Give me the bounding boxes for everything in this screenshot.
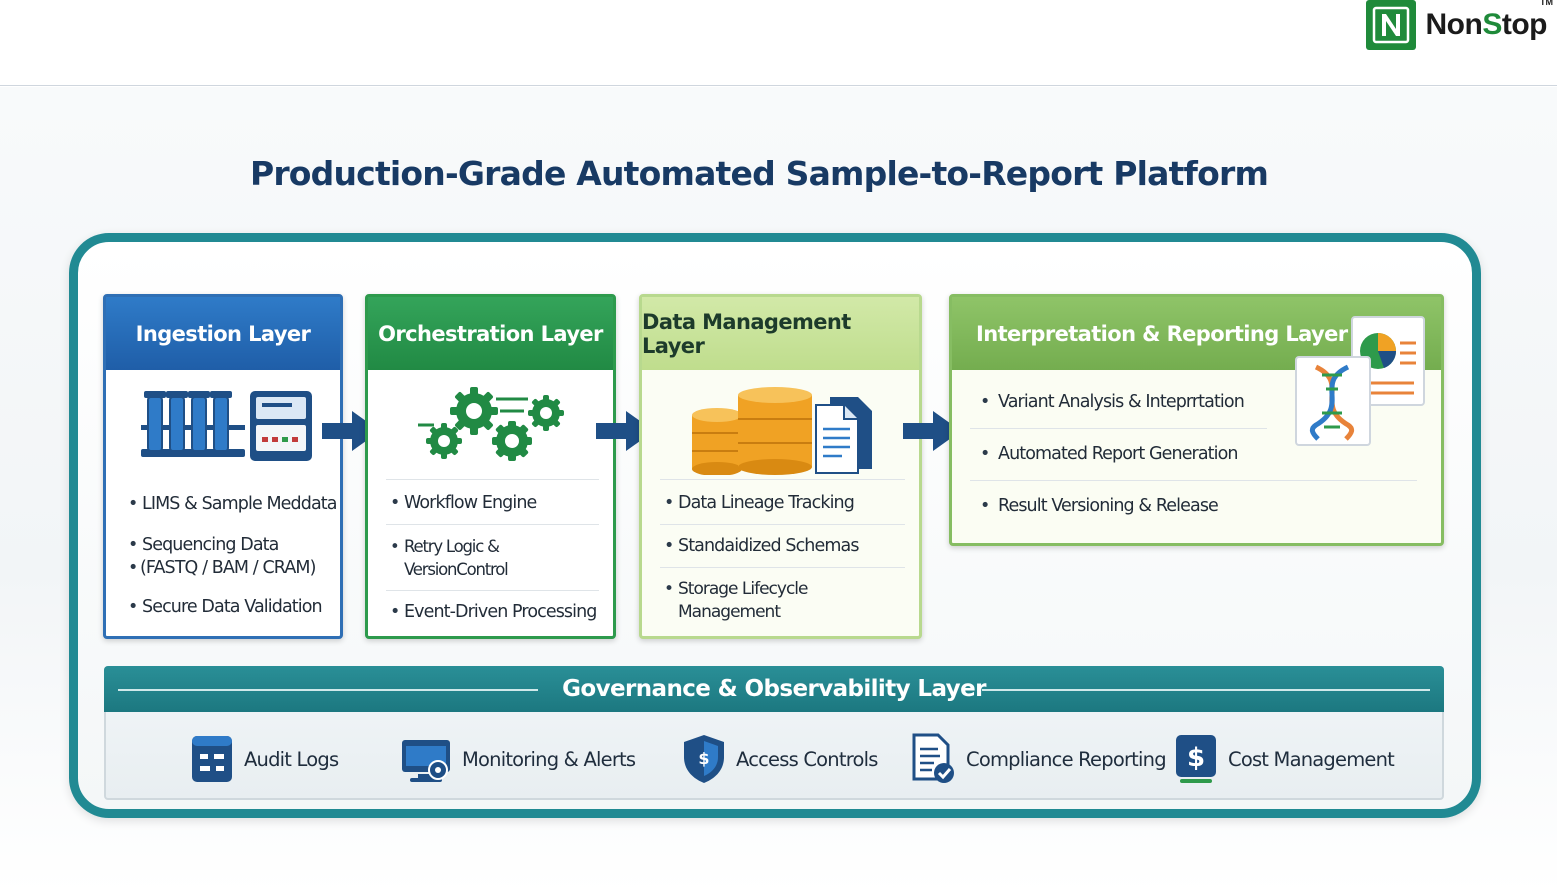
list-item: LIMS & Sample Meddata (106, 493, 340, 516)
list-item-continuation: (FASTQ / BAM / CRAM) (106, 557, 340, 580)
governance-layer-card: Governance & Observability Layer Audit L… (104, 666, 1444, 800)
shield-dollar-icon: $ (684, 735, 724, 783)
list-item: Event-Driven Processing (386, 601, 599, 633)
logo-wordmark: NonStop (1425, 8, 1548, 41)
test-tubes-and-sequencer-icon (138, 387, 316, 472)
monitor-alert-icon (402, 740, 450, 782)
list-item: Standaidized Schemas (660, 535, 905, 568)
svg-text:$: $ (1187, 743, 1205, 773)
nonstop-logo[interactable]: NonStop TM (1365, 0, 1553, 50)
cost-dollar-icon: $ (1176, 735, 1216, 783)
flow-arrow-icon (903, 411, 961, 451)
list-item: Sequencing Data (106, 534, 340, 557)
compliance-reporting-item: Compliance Reporting (910, 730, 1167, 788)
top-bar: NonStop TM (0, 0, 1557, 86)
compliance-document-icon (912, 733, 954, 783)
interpretation-layer-card: Interpretation & Reporting Layer Variant… (949, 294, 1444, 546)
list-item: Result Versioning & Release (970, 495, 1417, 518)
divider (118, 689, 538, 691)
list-item: Retry Logic & VersionControl (386, 535, 599, 591)
cost-management-item: $ Cost Management (1174, 730, 1395, 788)
gears-icon (416, 385, 568, 474)
svg-text:$: $ (698, 749, 709, 768)
governance-layer-title: Governance & Observability Layer (562, 676, 986, 702)
divider (982, 689, 1430, 691)
orchestration-layer-title: Orchestration Layer (368, 297, 613, 370)
audit-log-icon (192, 736, 232, 782)
compliance-reporting-label: Compliance Reporting (966, 747, 1167, 771)
monitoring-alerts-item: Monitoring & Alerts (400, 730, 636, 788)
cost-management-label: Cost Management (1228, 747, 1395, 771)
data-management-layer-card: Data Management Layer (639, 294, 922, 639)
list-item: Automated Report Generation (970, 443, 1417, 481)
audit-logs-item: Audit Logs (190, 730, 339, 788)
list-item: Workflow Engine (386, 492, 599, 525)
trademark-mark: TM (1540, 0, 1553, 7)
list-item: Data Lineage Tracking (660, 492, 905, 525)
ingestion-bullet-list: LIMS & Sample Meddata Sequencing Data (F… (106, 493, 340, 619)
orchestration-layer-card: Orchestration Layer (365, 294, 616, 639)
logo-mark-icon (1365, 0, 1416, 50)
audit-logs-label: Audit Logs (244, 747, 339, 771)
access-controls-label: Access Controls (736, 747, 878, 771)
data-management-layer-title: Data Management Layer (642, 297, 919, 370)
dna-report-icon (1294, 313, 1430, 454)
database-and-documents-icon (690, 385, 876, 480)
data-management-bullet-list: Data Lineage Tracking Standaidized Schem… (660, 479, 905, 643)
list-item: Variant Analysis & Inteprrtation (970, 391, 1267, 429)
list-item: Secure Data Validation (106, 596, 340, 619)
ingestion-layer-card: Ingestion Layer (103, 294, 343, 639)
list-item: Storage Lifecycle Management (660, 578, 905, 633)
interpretation-bullet-list: Variant Analysis & Inteprrtation Automat… (970, 391, 1417, 518)
governance-layer-header: Governance & Observability Layer (104, 666, 1444, 712)
monitoring-alerts-label: Monitoring & Alerts (462, 747, 636, 771)
ingestion-layer-title: Ingestion Layer (106, 297, 340, 370)
access-controls-item: $ Access Controls (682, 730, 878, 788)
diagram-title: Production-Grade Automated Sample-to-Rep… (249, 154, 1269, 193)
orchestration-bullet-list: Workflow Engine Retry Logic & VersionCon… (386, 479, 599, 643)
